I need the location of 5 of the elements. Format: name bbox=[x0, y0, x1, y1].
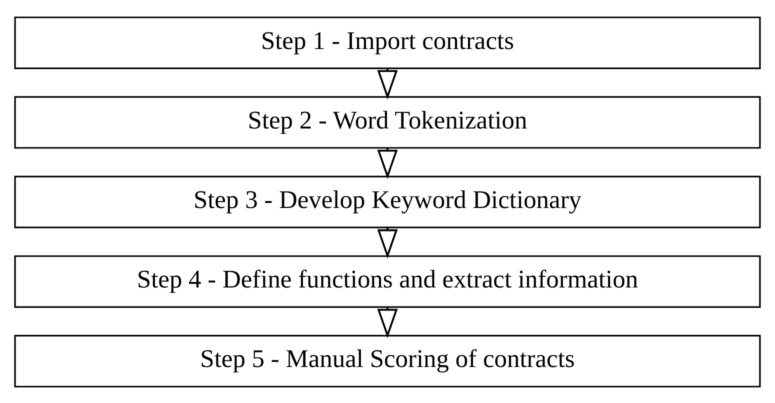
node-box: Step 3 - Develop Keyword Dictionary bbox=[14, 175, 761, 228]
node-box: Step 4 - Define functions and extract information bbox=[14, 254, 761, 308]
node-box: Step 2 - Word Tokenization bbox=[14, 96, 761, 148]
node-box: Step 5 - Manual Scoring of contracts bbox=[14, 334, 761, 387]
node-box: Step 1 - Import contracts bbox=[14, 16, 761, 69]
